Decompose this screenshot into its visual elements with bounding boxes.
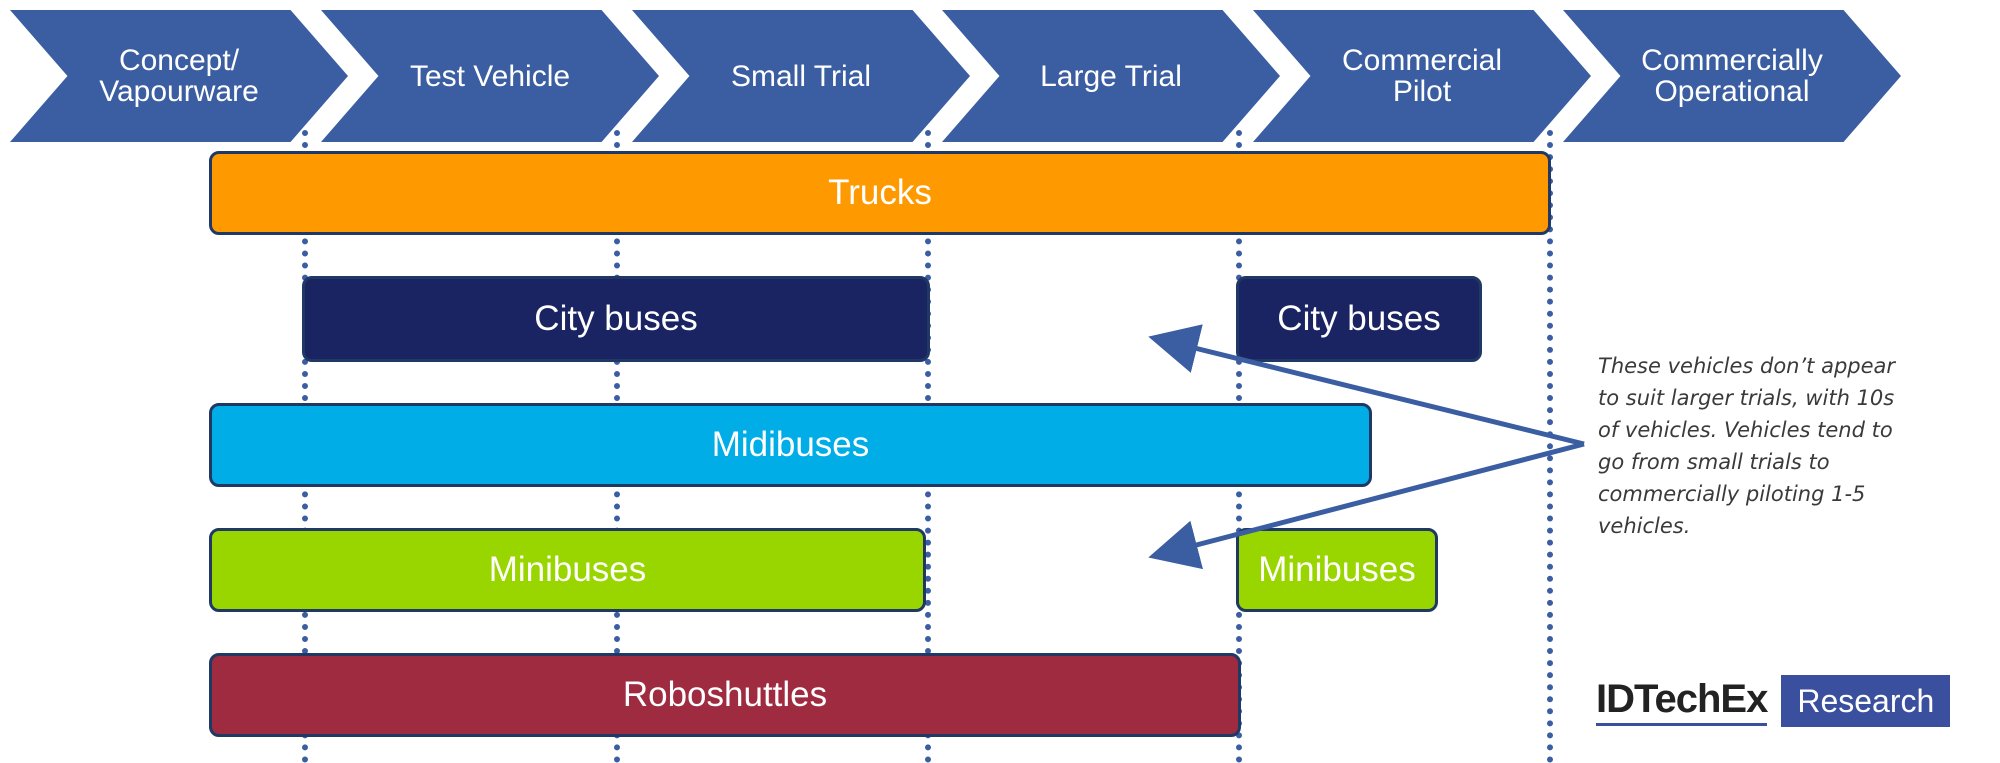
bar-roboshuttles: Roboshuttles	[209, 653, 1241, 737]
callout-note: These vehicles don’t appear to suit larg…	[1598, 354, 1896, 538]
arrow-to-city-buses	[1148, 324, 1585, 447]
arrow-to-minibuses	[1148, 441, 1585, 570]
idtechex-logo: IDTechEx Research	[1596, 674, 1951, 728]
bar-city-buses-pilot: City buses	[1236, 276, 1482, 362]
stage-divider-5	[1547, 130, 1553, 763]
logo-research: Research	[1781, 675, 1951, 727]
stage-small-trial: Small Trial	[632, 10, 970, 142]
logo-brand: IDTechEx	[1596, 677, 1768, 726]
bar-trucks: Trucks	[209, 151, 1551, 235]
bar-city-buses-early: City buses	[302, 276, 930, 362]
stage-test-vehicle: Test Vehicle	[321, 10, 659, 142]
bar-midibuses: Midibuses	[209, 403, 1372, 487]
bar-minibuses-early: Minibuses	[209, 528, 926, 612]
bar-minibuses-pilot: Minibuses	[1236, 528, 1438, 612]
